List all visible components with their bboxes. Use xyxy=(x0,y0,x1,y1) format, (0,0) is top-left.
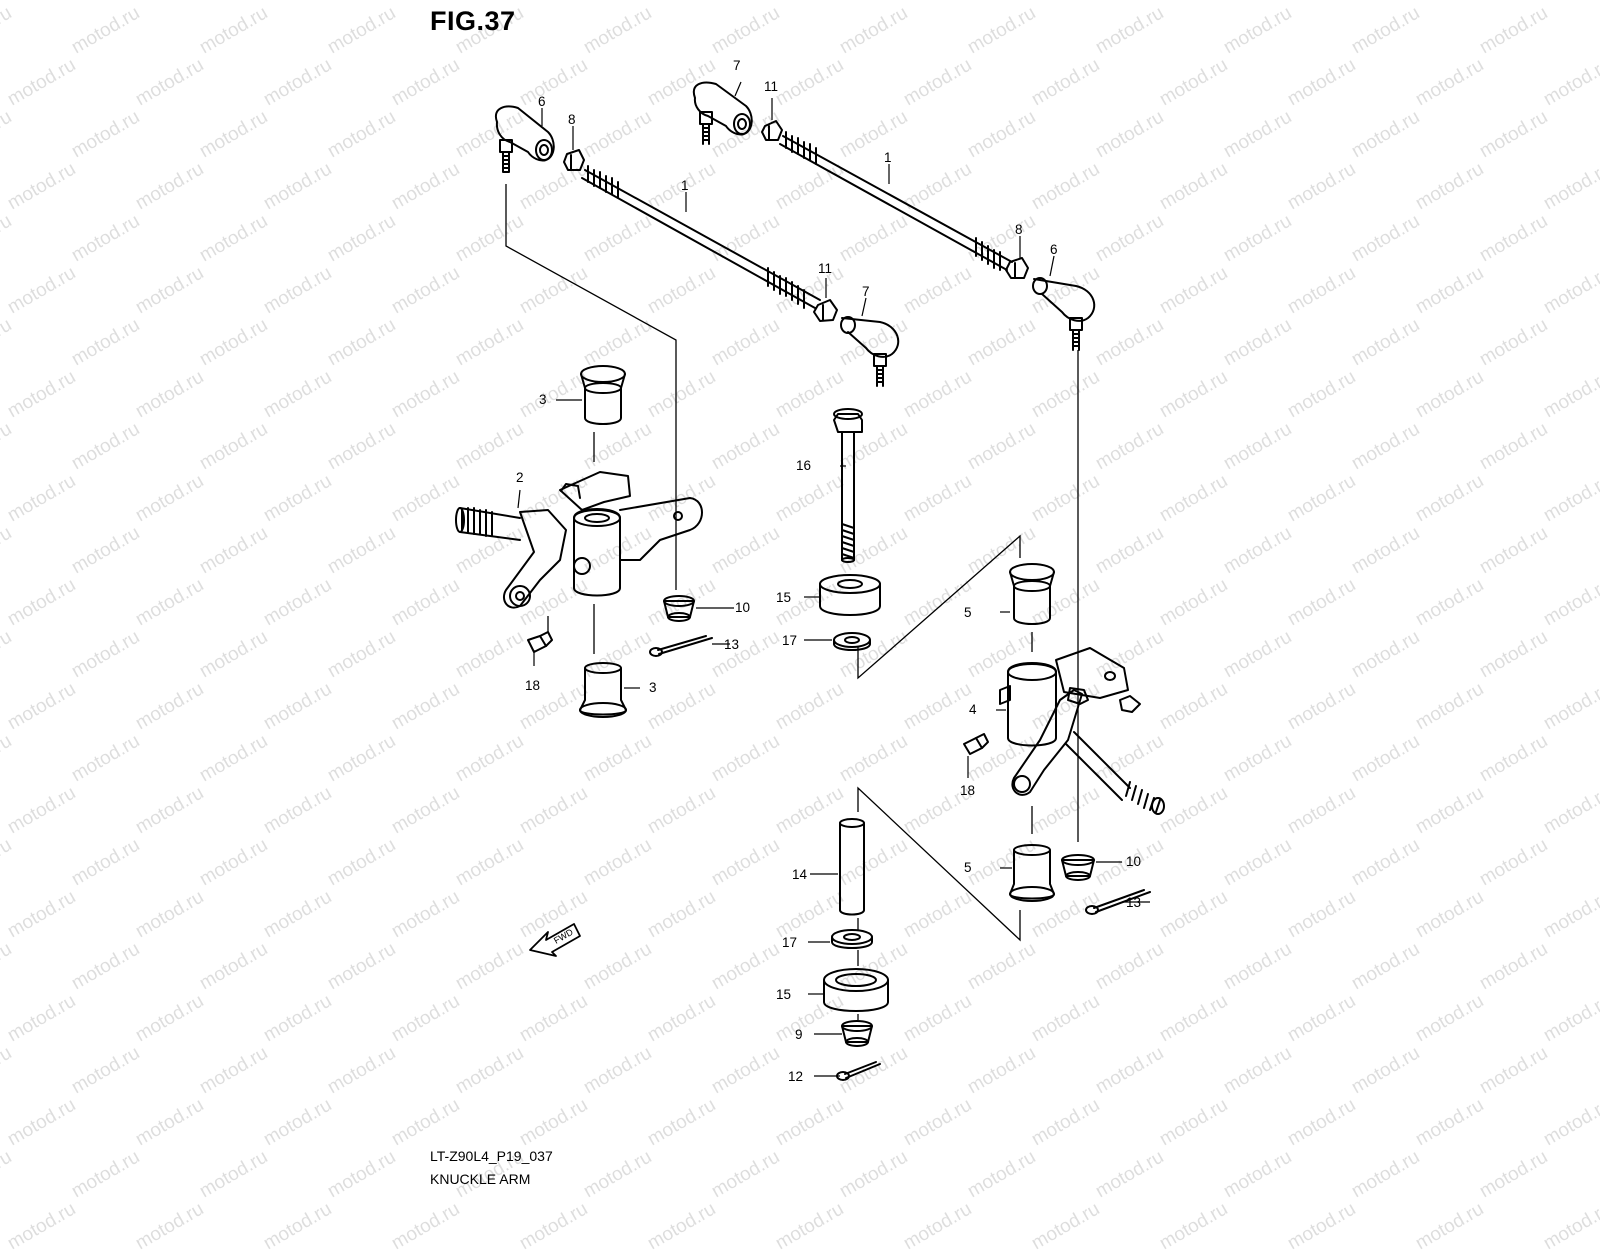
callout-13-right: 13 xyxy=(1126,895,1141,910)
watermark-text: motod.ru xyxy=(388,1198,464,1255)
assembly-lines xyxy=(505,184,1079,1020)
knuckle-arm-drawing: FWD xyxy=(455,58,1165,1084)
tie-end-6-left xyxy=(494,105,555,173)
collar-14 xyxy=(839,818,865,916)
parts-diagram: motod.ru motod.ru motod.ru motod.ru motod.ru… xyxy=(0,3,1600,1255)
callout-13-left: 13 xyxy=(724,637,739,652)
grease-nipple-18-left xyxy=(527,631,553,653)
nut-10-left xyxy=(663,595,695,622)
figure-name: KNUCKLE ARM xyxy=(430,1171,531,1187)
cotter-pin-12 xyxy=(836,1061,881,1081)
callout-17-upper: 17 xyxy=(782,633,797,648)
callout-leaders xyxy=(517,81,1150,1077)
callout-14: 14 xyxy=(792,867,808,882)
watermark-text: motod.ru xyxy=(1028,1198,1104,1255)
callout-10-left: 10 xyxy=(735,600,750,615)
figure-title: FIG.37 xyxy=(430,6,516,36)
washer-17-upper xyxy=(833,632,871,651)
nut-10-right xyxy=(1061,854,1095,881)
watermark-text: motod.ru xyxy=(644,1198,720,1255)
watermark-text: motod.ru xyxy=(1412,1198,1488,1255)
callout-17-lower: 17 xyxy=(782,935,797,950)
callout-1-right: 1 xyxy=(884,150,892,165)
watermark-text: motod.ru xyxy=(260,1198,336,1255)
tie-end-7-left xyxy=(840,316,900,387)
callout-6-right: 6 xyxy=(1050,242,1058,257)
bushing-3-lower xyxy=(579,662,627,718)
fwd-arrow-icon: FWD xyxy=(529,923,581,957)
watermark-text: motod.ru xyxy=(132,1198,208,1255)
bushing-5-lower xyxy=(1009,844,1055,902)
callout-5-lower: 5 xyxy=(964,860,972,875)
callout-7-right: 7 xyxy=(733,58,741,73)
callout-11-right: 11 xyxy=(764,79,778,94)
callout-2: 2 xyxy=(516,470,524,485)
grease-nipple-18-right xyxy=(963,733,989,755)
bearing-15-lower xyxy=(823,968,889,1012)
callout-5-upper: 5 xyxy=(964,605,972,620)
callout-8-right: 8 xyxy=(1015,222,1023,237)
washer-17-lower xyxy=(831,929,873,949)
figure-code: LT-Z90L4_P19_037 xyxy=(430,1148,553,1164)
watermark-text: motod.ru xyxy=(1284,1198,1360,1255)
tie-rod-1-right xyxy=(779,131,1013,271)
callout-18-right: 18 xyxy=(960,783,975,798)
callout-15-upper: 15 xyxy=(776,590,791,605)
callout-7-left: 7 xyxy=(862,284,870,299)
callout-15-lower: 15 xyxy=(776,987,791,1002)
bearing-15-upper xyxy=(819,574,881,616)
nut-11-left xyxy=(813,299,838,322)
bushing-3-upper xyxy=(580,365,626,425)
fwd-label: FWD xyxy=(552,927,575,946)
callout-numbers: 1 1 2 3 3 4 5 5 6 6 7 7 8 8 9 10 10 11 1… xyxy=(516,58,1141,1084)
watermark-text: motod.ru xyxy=(900,1198,976,1255)
watermark-text: motod.ru xyxy=(516,1198,592,1255)
callout-10-right: 10 xyxy=(1126,854,1141,869)
watermark-text: motod.ru xyxy=(772,1198,848,1255)
nut-9 xyxy=(841,1020,873,1047)
nut-8-left xyxy=(563,149,585,171)
tie-end-6-right xyxy=(1032,277,1096,351)
callout-4: 4 xyxy=(969,702,977,717)
bolt-16 xyxy=(833,408,863,563)
nut-8-right xyxy=(1005,257,1029,279)
tie-rod-1-left xyxy=(581,165,821,309)
callout-12: 12 xyxy=(788,1069,803,1084)
knuckle-arm-4-right xyxy=(999,647,1165,815)
callout-18-left: 18 xyxy=(525,678,540,693)
nut-11-right xyxy=(761,120,783,141)
callout-11-left: 11 xyxy=(818,261,832,276)
cotter-pin-13-left xyxy=(649,635,713,657)
watermark-text: motod.ru xyxy=(1540,1198,1600,1255)
callout-16: 16 xyxy=(796,458,811,473)
tie-end-7-right xyxy=(692,81,753,145)
callout-1-left: 1 xyxy=(681,178,689,193)
callout-3-lower: 3 xyxy=(649,680,657,695)
callout-6-left: 6 xyxy=(538,94,546,109)
callout-9: 9 xyxy=(795,1027,803,1042)
callout-8-left: 8 xyxy=(568,112,576,127)
callout-3-upper: 3 xyxy=(539,392,547,407)
bushing-5-upper xyxy=(1009,563,1055,625)
watermark-text: motod.ru xyxy=(4,1198,80,1255)
watermark-text: motod.ru xyxy=(1156,1198,1232,1255)
knuckle-arm-2-left xyxy=(455,471,703,609)
